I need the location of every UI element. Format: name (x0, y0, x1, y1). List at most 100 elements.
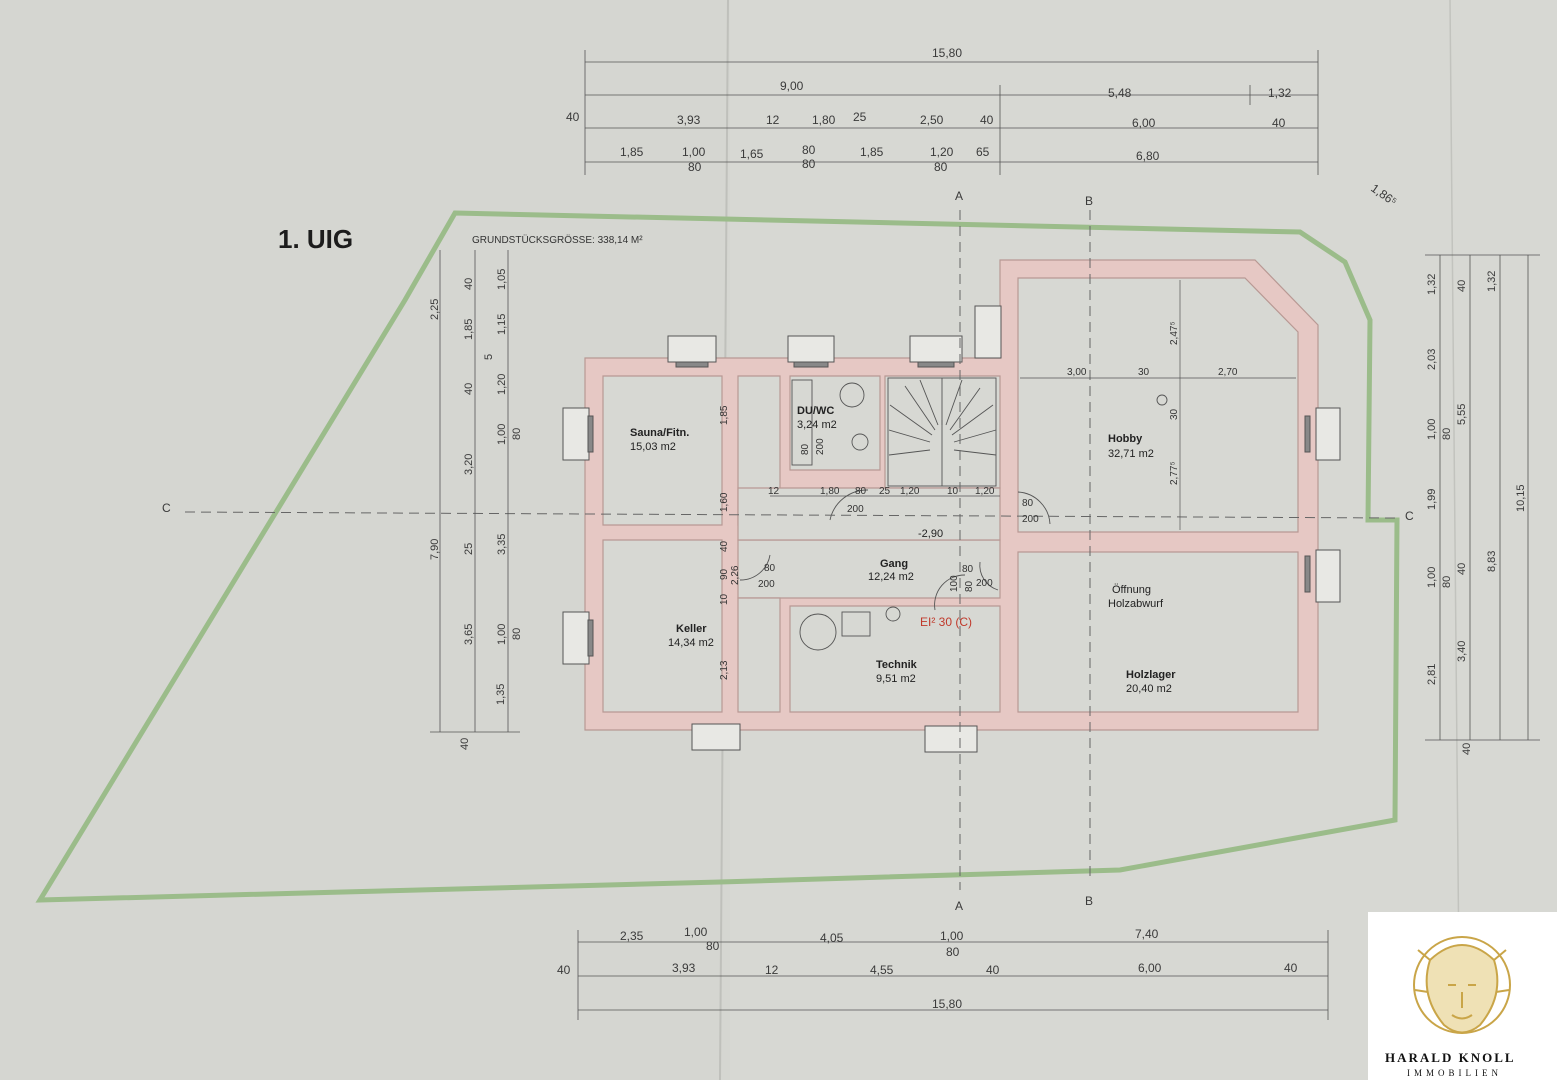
svg-text:40: 40 (1272, 116, 1286, 130)
dims-left-text: 2,25 7,90 40 40 1,85 40 3,20 25 3,65 1,3… (429, 269, 523, 750)
svg-text:5,48: 5,48 (1108, 86, 1132, 100)
svg-text:80: 80 (511, 628, 523, 640)
svg-text:A: A (955, 899, 963, 913)
svg-text:40: 40 (1461, 743, 1473, 755)
dims-right (1425, 254, 1540, 741)
svg-text:80: 80 (706, 939, 720, 953)
svg-text:HARALD KNOLL: HARALD KNOLL (1385, 1050, 1516, 1065)
room-hobby-area: 32,71 m2 (1108, 448, 1154, 460)
svg-text:C: C (162, 501, 171, 515)
room-duwc-name: DU/WC (797, 405, 834, 417)
svg-text:1,80: 1,80 (812, 113, 836, 127)
room-holzlager-area: 20,40 m2 (1126, 683, 1172, 695)
plan-title: 1. UIG (278, 224, 353, 254)
svg-text:30: 30 (1138, 367, 1150, 378)
svg-text:B: B (1085, 894, 1093, 908)
svg-text:80: 80 (1022, 498, 1034, 509)
svg-text:3,93: 3,93 (677, 113, 701, 127)
svg-text:1,35: 1,35 (495, 684, 507, 705)
dims-bottom-text: 2,35 1,00 80 4,05 1,00 80 7,40 40 3,93 1… (557, 925, 1298, 1011)
plot-area-label: GRUNDSTÜCKSGRÖSSE: 338,14 M² (472, 234, 643, 246)
svg-text:200: 200 (815, 438, 826, 455)
svg-text:5,55: 5,55 (1456, 404, 1468, 425)
svg-text:40: 40 (980, 113, 994, 127)
svg-text:1,20: 1,20 (900, 486, 920, 497)
section-lines (184, 210, 1396, 890)
svg-text:25: 25 (879, 486, 891, 497)
dims-top (584, 50, 1319, 175)
svg-text:25: 25 (853, 110, 867, 124)
room-technik-name: Technik (876, 659, 918, 671)
svg-text:1,20: 1,20 (975, 486, 995, 497)
svg-text:10: 10 (947, 486, 959, 497)
svg-text:1,00: 1,00 (1426, 419, 1438, 440)
svg-text:200: 200 (1022, 514, 1039, 525)
svg-text:2,70: 2,70 (1218, 367, 1238, 378)
svg-text:2,77⁵: 2,77⁵ (1169, 461, 1180, 485)
svg-text:9,00: 9,00 (780, 79, 804, 93)
lion-icon (1413, 936, 1511, 1034)
svg-text:2,35: 2,35 (620, 929, 644, 943)
svg-text:12: 12 (766, 113, 780, 127)
room-sauna-area: 15,03 m2 (630, 441, 676, 453)
room-technik-area: 9,51 m2 (876, 673, 916, 685)
svg-text:3,65: 3,65 (463, 624, 475, 645)
room-keller-area: 14,34 m2 (668, 637, 714, 649)
svg-text:80: 80 (511, 428, 523, 440)
svg-text:40: 40 (566, 110, 580, 124)
svg-text:90: 90 (719, 568, 730, 580)
svg-text:3,35: 3,35 (496, 534, 508, 555)
svg-text:1,00: 1,00 (496, 624, 508, 645)
dims-right-text: 1,32 2,03 1,00 80 1,99 1,00 80 2,81 40 4… (1426, 271, 1527, 755)
svg-text:12: 12 (765, 963, 779, 977)
svg-text:3,93: 3,93 (672, 961, 696, 975)
svg-text:80: 80 (964, 580, 975, 592)
interior-dims-text: 3,00 30 2,70 2,47⁵ 30 2,77⁵ 12 1,80 80 2… (719, 321, 1238, 680)
svg-text:1,00: 1,00 (940, 929, 964, 943)
fire-door-label: EI² 30 (C) (920, 615, 972, 629)
svg-text:2,81: 2,81 (1426, 664, 1438, 685)
svg-text:1,20: 1,20 (496, 374, 508, 395)
svg-text:40: 40 (557, 963, 571, 977)
svg-text:1,60: 1,60 (719, 492, 730, 512)
interior-dims (770, 280, 1296, 530)
svg-text:1,85: 1,85 (860, 145, 884, 159)
building (584, 259, 1319, 731)
svg-text:6,00: 6,00 (1138, 961, 1162, 975)
svg-text:1,80: 1,80 (820, 486, 840, 497)
svg-text:6,80: 6,80 (1136, 149, 1160, 163)
svg-text:1,05: 1,05 (496, 269, 508, 290)
svg-text:2,50: 2,50 (920, 113, 944, 127)
room-hobby-name: Hobby (1108, 433, 1143, 445)
svg-text:80: 80 (688, 160, 702, 174)
svg-text:1,15: 1,15 (496, 314, 508, 335)
svg-text:80: 80 (962, 564, 974, 575)
svg-text:5: 5 (483, 354, 495, 360)
svg-text:1,32: 1,32 (1268, 86, 1292, 100)
svg-text:2,47⁵: 2,47⁵ (1169, 321, 1180, 345)
svg-text:2,26: 2,26 (730, 565, 741, 585)
svg-text:200: 200 (758, 579, 775, 590)
svg-text:80: 80 (764, 563, 776, 574)
svg-text:2,25: 2,25 (429, 299, 441, 320)
svg-text:40: 40 (986, 963, 1000, 977)
svg-text:1,32: 1,32 (1486, 271, 1498, 292)
svg-text:1,00: 1,00 (496, 424, 508, 445)
svg-text:10,15: 10,15 (1515, 484, 1527, 512)
level-label: -2,90 (918, 528, 943, 540)
svg-text:40: 40 (459, 738, 471, 750)
room-sauna-name: Sauna/Fitn. (630, 427, 689, 439)
svg-text:7,90: 7,90 (429, 539, 441, 560)
opening-label-2: Holzabwurf (1108, 598, 1164, 610)
svg-text:1,85: 1,85 (719, 405, 730, 425)
svg-text:80: 80 (934, 160, 948, 174)
svg-text:IMMOBILIEN: IMMOBILIEN (1407, 1068, 1502, 1078)
svg-text:2,03: 2,03 (1426, 349, 1438, 370)
svg-text:1,32: 1,32 (1426, 274, 1438, 295)
company-logo: HARALD KNOLL IMMOBILIEN (1368, 912, 1557, 1080)
svg-text:1,20: 1,20 (930, 145, 954, 159)
svg-text:4,55: 4,55 (870, 963, 894, 977)
svg-text:200: 200 (976, 578, 993, 589)
svg-text:A: A (955, 189, 963, 203)
